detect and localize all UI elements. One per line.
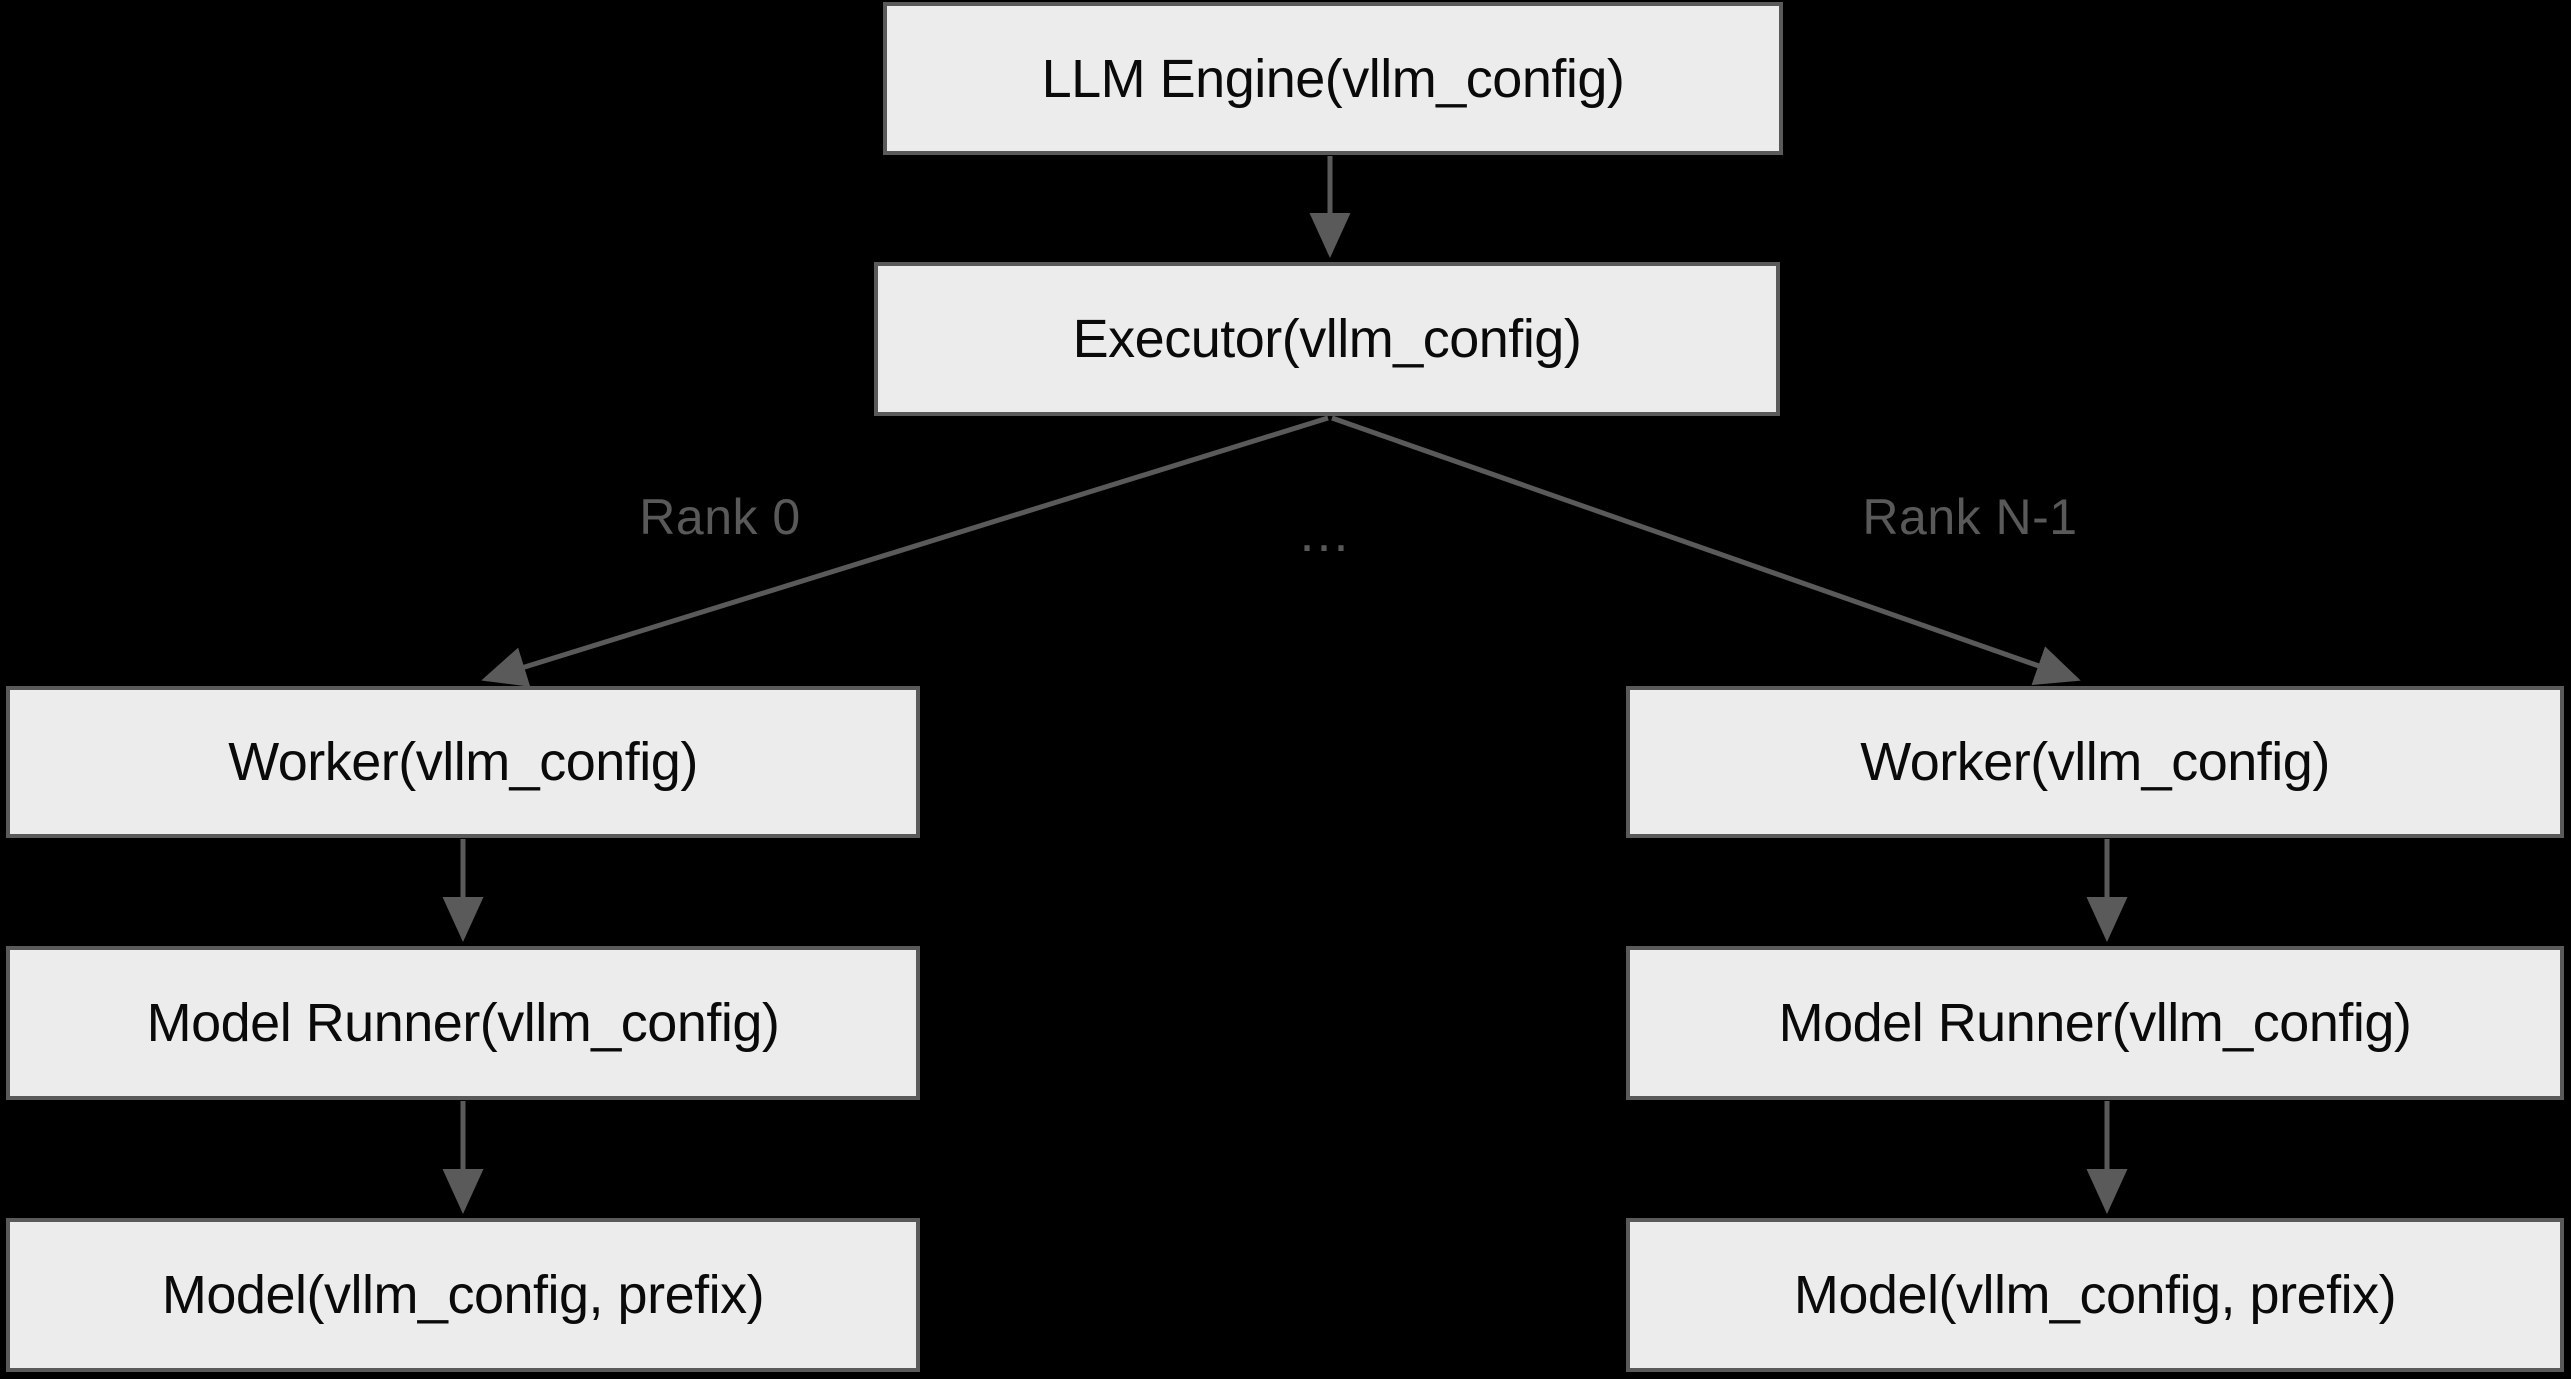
edge-label-rank-n-minus-1: Rank N-1 xyxy=(1862,489,2078,545)
node-model-rankn[interactable]: Model(vllm_config, prefix) xyxy=(1626,1218,2564,1372)
edge-label-rank-0: Rank 0 xyxy=(639,489,801,545)
edge-executor-to-worker-rankn xyxy=(1331,415,2081,686)
node-executor-label: Executor(vllm_config) xyxy=(1072,309,1582,369)
node-worker-rankn[interactable]: Worker(vllm_config) xyxy=(1626,686,2564,838)
node-llm-engine-label: LLM Engine(vllm_config) xyxy=(1041,48,1625,109)
node-model-runner-rankn-label: Model Runner(vllm_config) xyxy=(1778,993,2412,1053)
node-llm-engine[interactable]: LLM Engine(vllm_config) xyxy=(883,2,1783,155)
node-model-runner-rankn[interactable]: Model Runner(vllm_config) xyxy=(1626,946,2564,1100)
node-worker-rankn-label: Worker(vllm_config) xyxy=(1860,732,2330,792)
node-worker-rank0[interactable]: Worker(vllm_config) xyxy=(6,686,920,838)
node-executor[interactable]: Executor(vllm_config) xyxy=(874,262,1780,416)
node-model-runner-rank0-label: Model Runner(vllm_config) xyxy=(146,993,780,1053)
edge-label-ellipsis: ... xyxy=(1299,503,1351,563)
node-model-rank0-label: Model(vllm_config, prefix) xyxy=(161,1265,765,1325)
node-model-rankn-label: Model(vllm_config, prefix) xyxy=(1793,1265,2397,1325)
node-worker-rank0-label: Worker(vllm_config) xyxy=(228,732,698,792)
edge-executor-to-worker-rank0 xyxy=(481,415,1329,687)
node-model-runner-rank0[interactable]: Model Runner(vllm_config) xyxy=(6,946,920,1100)
node-model-rank0[interactable]: Model(vllm_config, prefix) xyxy=(6,1218,920,1372)
